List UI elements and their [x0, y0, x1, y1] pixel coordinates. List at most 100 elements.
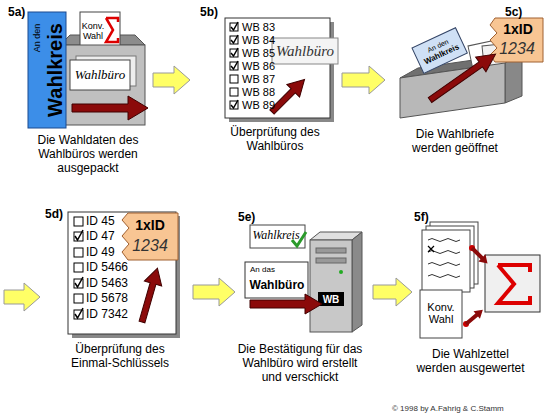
district-card — [250, 225, 305, 248]
check-mark — [231, 100, 238, 108]
panel-caption: Die Wahlbriefe werden geöffnet — [405, 127, 505, 155]
process-panel: 5a) Die Wahldaten des Wahlbüros werden au… — [5, 2, 153, 182]
panel-number: 5c) — [505, 5, 522, 19]
process-panel: 5b) Überprüfung des Wahlbüros — [190, 2, 342, 167]
check-mark — [75, 308, 83, 318]
count-arrow-shape — [463, 306, 486, 328]
key-card-code: 1234 — [499, 40, 535, 58]
checkbox — [230, 101, 238, 109]
checkbox — [230, 62, 238, 70]
process-panel: 5e) Die Bestätigung für das Wahlbüro wird… — [235, 205, 373, 385]
process-panel: 5c) Die Wahlbriefe werden geöffnet — [385, 2, 543, 167]
process-panel: 5f) Die Wahlzettel werden ausgewertet — [412, 205, 543, 375]
check-mark — [75, 230, 83, 240]
key-entry: ID 49 — [86, 246, 115, 259]
ballot-card — [420, 290, 462, 338]
panel-caption: Die Wahlzettel werden ausgewertet — [413, 347, 528, 375]
copyright-note: © 1998 by A.Fahrig & C.Stamm — [392, 405, 504, 414]
server-front — [310, 240, 352, 332]
key-entry: ID 5678 — [86, 292, 128, 305]
checklist-paper — [68, 212, 176, 334]
checkbox — [230, 36, 238, 44]
letter-envelope — [412, 28, 467, 74]
checklist-paper — [225, 18, 330, 118]
flow-connector — [373, 278, 412, 306]
district-envelope — [28, 12, 66, 128]
envelope-text: An das — [250, 266, 275, 275]
sum-symbol — [106, 18, 118, 42]
panel-caption: Die Wahldaten des Wahlbüros werden ausge… — [28, 133, 148, 175]
panel-number: 5d) — [45, 207, 63, 221]
count-arrow-shape — [468, 244, 491, 267]
district-card-text: Wahlkreis — [252, 229, 299, 242]
office-card — [272, 38, 338, 64]
checklist-entry: WB 85 — [242, 47, 275, 59]
flow-connector — [342, 66, 385, 94]
sum-panel — [485, 255, 540, 312]
key-entry: ID 5463 — [86, 277, 128, 290]
checkbox — [74, 248, 83, 257]
server-badge-text: WB — [323, 294, 340, 305]
panel-caption: Überprüfung des Wahlbüros — [220, 125, 330, 153]
flow-connector — [193, 278, 235, 306]
drive-slot — [316, 248, 346, 253]
flow-arrow — [133, 266, 166, 325]
flow-connector — [153, 66, 190, 94]
count-arrow — [463, 306, 486, 328]
checkbox — [74, 217, 83, 226]
key-entry: ID 45 — [86, 215, 115, 228]
office-card — [70, 60, 130, 90]
key-card-title: 1xID — [503, 22, 533, 37]
flow-arrow — [72, 96, 148, 120]
ballot-cross — [428, 246, 434, 252]
checklist-entry: WB 84 — [242, 34, 275, 46]
key-card-code: 1234 — [132, 237, 168, 255]
checklist-entry: WB 87 — [242, 73, 275, 85]
office-card-text: Wahlbüro — [276, 43, 334, 60]
checklist-entry: WB 89 — [242, 99, 275, 111]
key-entry: ID 47 — [86, 230, 115, 243]
envelope-title: Wahlkreis — [44, 23, 66, 117]
checkbox — [230, 88, 238, 96]
envelope-text: An den — [33, 24, 43, 53]
panel-number: 5e) — [238, 210, 255, 224]
key-entry: ID 7342 — [86, 308, 128, 321]
checklist-entry: WB 83 — [242, 21, 275, 33]
flow-arrow — [250, 294, 322, 314]
sum-symbol — [498, 265, 530, 303]
panel-number: 5b) — [200, 5, 218, 19]
panel-number: 5f) — [414, 210, 429, 224]
flow-arrow-shape — [133, 266, 166, 325]
checkbox — [74, 263, 83, 272]
check-mark — [231, 61, 238, 69]
ballot-card-text: Konv. Wahl — [80, 22, 106, 42]
envelope-title: Wahlbüro — [250, 279, 305, 292]
check-mark — [231, 35, 238, 43]
office-card-text: Wahlbüro — [75, 68, 125, 82]
ballot-lines — [428, 239, 460, 278]
drive-slot — [316, 258, 346, 263]
letter-envelope-shape — [412, 28, 467, 74]
checkbox — [230, 49, 238, 57]
panel-number: 5a) — [8, 5, 25, 19]
office-envelope — [245, 262, 308, 298]
continuation-arrow — [4, 283, 40, 311]
key-entry: ID 5466 — [86, 261, 128, 274]
check-mark — [231, 22, 238, 30]
check-mark — [231, 48, 238, 56]
checkbox — [230, 23, 238, 31]
server-side — [352, 232, 362, 332]
count-arrow — [468, 244, 491, 267]
ballot-card-text: Konv. Wahl — [423, 301, 459, 325]
key-card — [490, 18, 543, 62]
box-front — [400, 63, 505, 118]
checkbox — [74, 294, 83, 303]
key-card — [122, 213, 178, 260]
process-panel: 5d)Überprüfung des Einmal-Schlüssels — [40, 205, 193, 375]
panel-caption: Die Bestätigung für das Wahlbüro wird er… — [236, 342, 364, 384]
checkbox — [230, 75, 238, 83]
power-light — [339, 270, 343, 274]
key-card-title: 1xID — [135, 218, 165, 233]
